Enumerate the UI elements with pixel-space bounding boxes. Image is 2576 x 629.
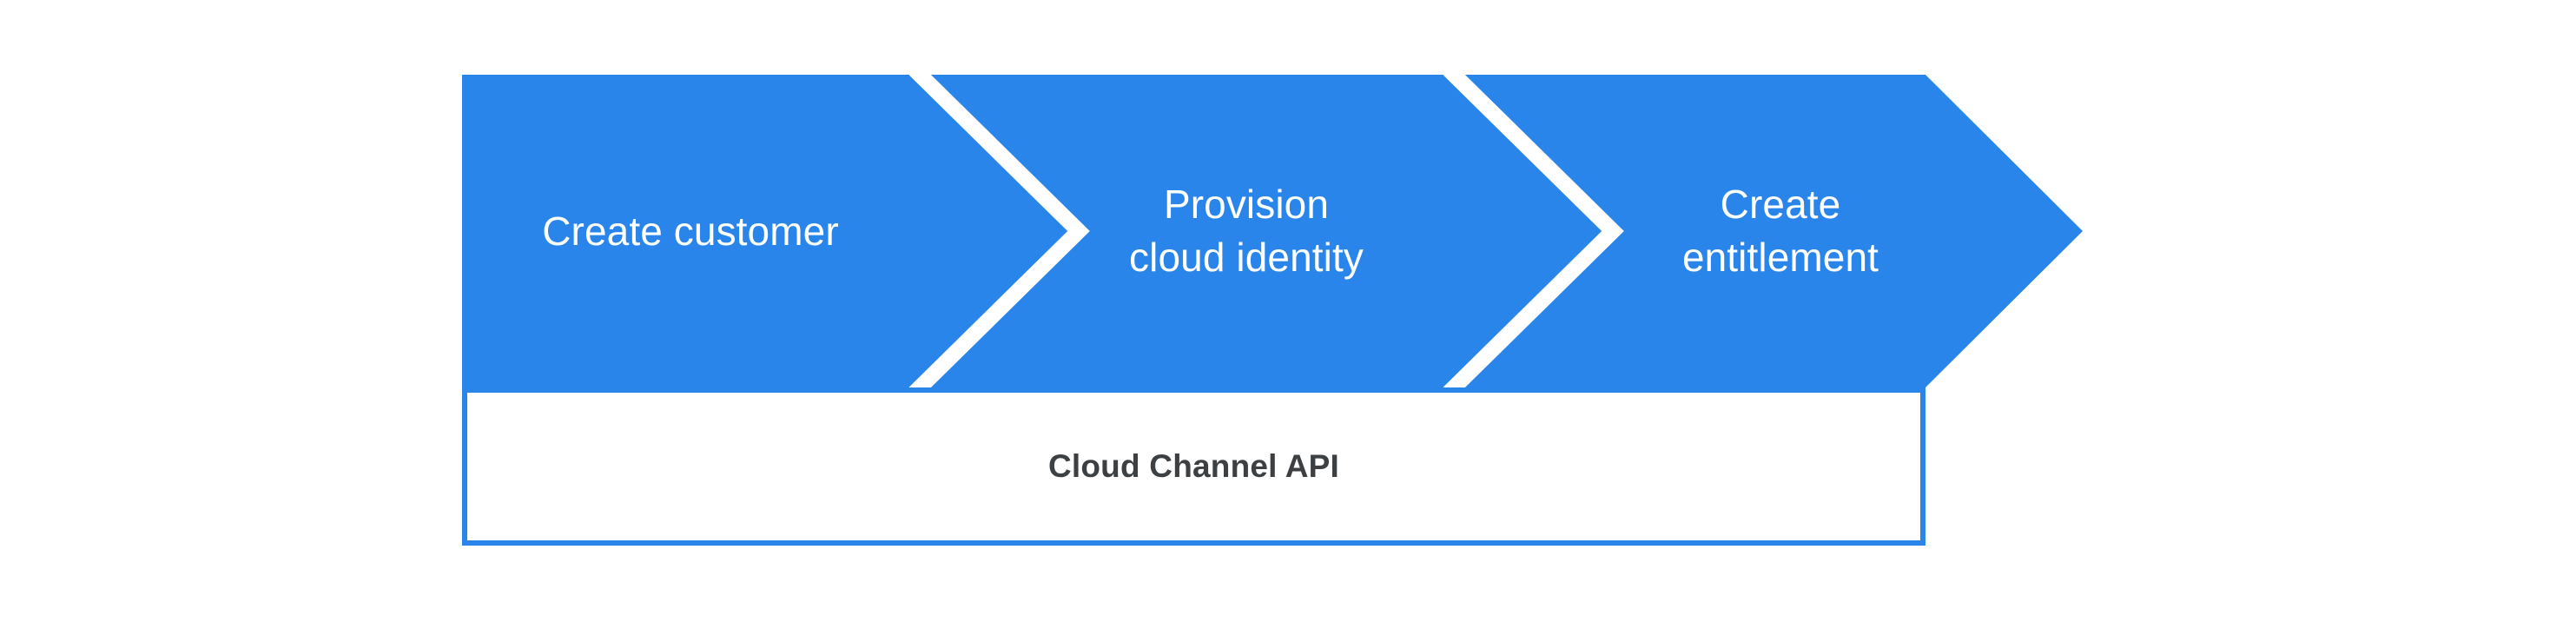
chevron-separator-1-icon bbox=[908, 63, 1090, 399]
chevron-separator-2-icon bbox=[1443, 63, 1624, 399]
arrow-band-shape bbox=[462, 75, 2083, 387]
api-bar-shape bbox=[462, 387, 1925, 546]
